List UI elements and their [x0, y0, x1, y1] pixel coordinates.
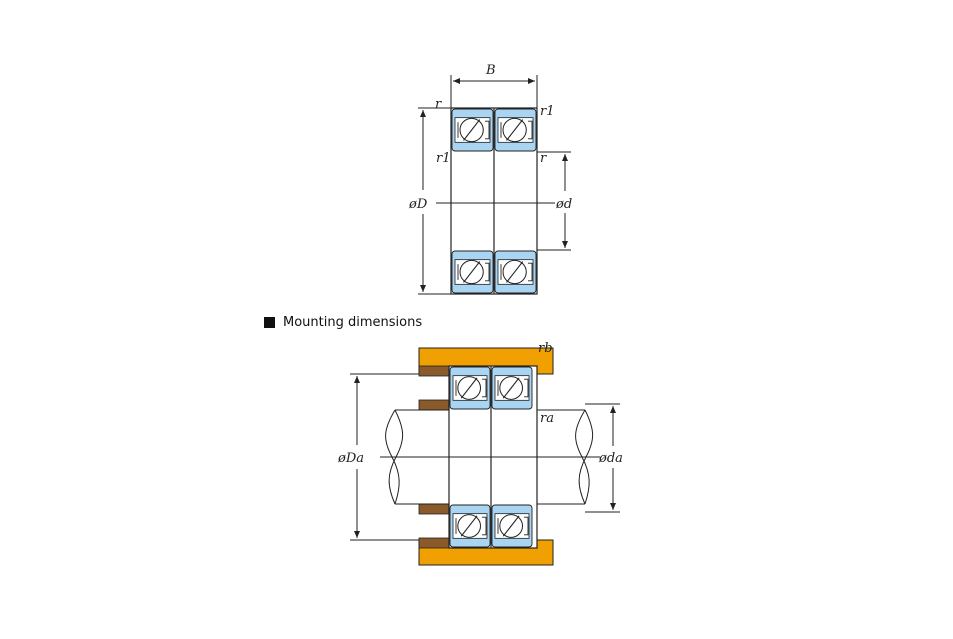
bore-diameter-label: ød	[555, 197, 572, 212]
mounting-dimensions-heading: Mounting dimensions	[264, 315, 422, 330]
contact-angle-line	[463, 119, 481, 141]
rb-label: rb	[538, 341, 553, 356]
contact-angle-line	[463, 261, 481, 283]
cage	[528, 120, 533, 140]
housing-shoulder-top	[418, 365, 450, 377]
mounted-ball-unit-bottom-right	[491, 504, 533, 548]
mounted-ball-unit-top-left	[449, 366, 491, 410]
contact-angle-line	[502, 515, 520, 537]
contact-angle-line	[460, 515, 478, 537]
ra-label: ra	[540, 411, 554, 426]
r-top-left-label: r	[435, 97, 442, 112]
cage	[485, 120, 490, 140]
contact-angle-line	[506, 261, 524, 283]
contact-angle-line	[506, 119, 524, 141]
ball-unit-top-right	[494, 108, 537, 152]
contact-angle-line	[460, 377, 478, 399]
shaft-shoulder-bottom	[418, 503, 450, 515]
mounting-section: rb ra øDa øda	[337, 341, 623, 566]
housing-shoulder-bottom	[418, 537, 450, 549]
housing-diameter-label: øDa	[337, 451, 364, 466]
mounted-ball-unit-top-right	[491, 366, 533, 410]
cage	[482, 516, 487, 536]
cage	[485, 262, 490, 282]
contact-angle-line	[502, 377, 520, 399]
ball-unit-bottom-right	[494, 250, 537, 294]
outer-diameter-label: øD	[408, 197, 428, 212]
bearing-section-top: B r r1 r1 r øD ød	[408, 63, 572, 295]
r1-top-right-label: r1	[540, 104, 555, 119]
ball-unit-top-left	[451, 108, 494, 152]
bullet-square-icon	[264, 317, 275, 328]
ball-unit-bottom-left	[451, 250, 494, 294]
cage	[524, 378, 529, 398]
cage	[482, 378, 487, 398]
width-label: B	[485, 63, 496, 78]
mounting-dimensions-title: Mounting dimensions	[283, 315, 423, 330]
mounted-ball-unit-bottom-left	[449, 504, 491, 548]
r-inner-right-label: r	[540, 151, 547, 166]
shaft-diameter-label: øda	[598, 451, 623, 466]
cage	[524, 516, 529, 536]
cage	[528, 262, 533, 282]
shaft-shoulder-top	[418, 399, 450, 411]
r1-inner-left-label: r1	[436, 151, 451, 166]
